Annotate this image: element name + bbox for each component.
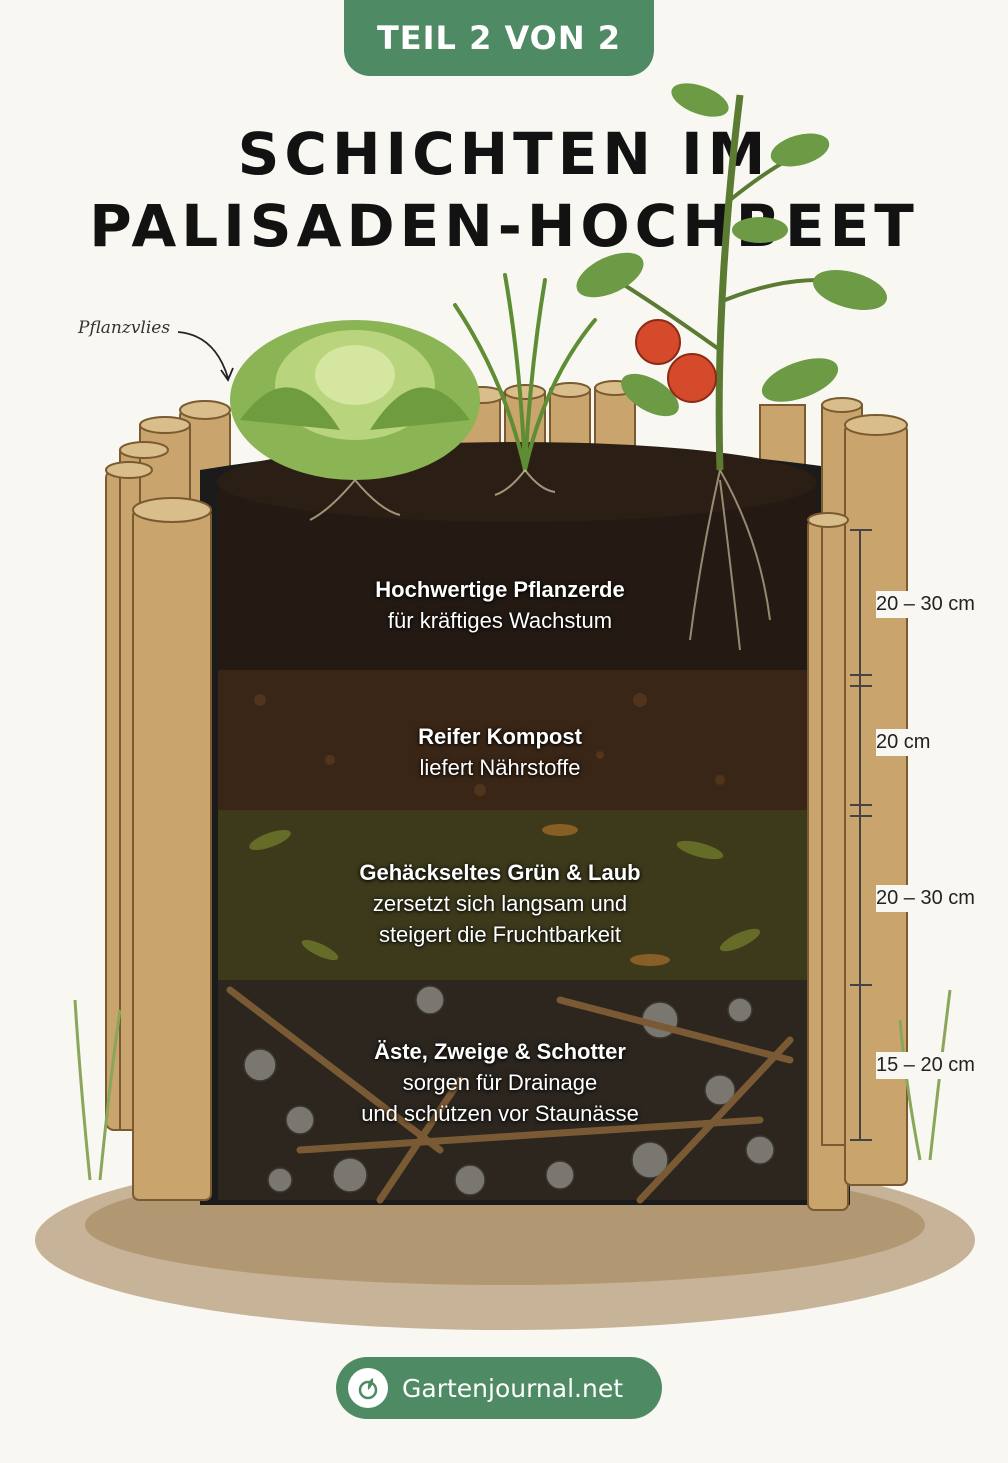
chive-plant (453, 273, 597, 472)
greens-texture (249, 824, 761, 966)
tomato-fruit (635, 319, 681, 365)
tomato-plant (576, 83, 887, 651)
brand-name: Gartenjournal.net (402, 1373, 624, 1403)
lettuce-roots (309, 469, 556, 521)
layer-description: liefert Nährstoffe (419, 755, 581, 780)
front-palisade-left (105, 416, 212, 1201)
layer-description: für kräftiges Wachstum (387, 608, 613, 633)
part-badge: TEIL 2 VON 2 (344, 0, 654, 76)
layer-description: zersetzt sich langsam und (372, 891, 628, 916)
layer-description-2: und schützen vor Staunässe (361, 1101, 639, 1126)
layer-label-gravel: Äste, Zweige & Schotter sorgen für Drain… (240, 1036, 760, 1129)
fleece-arrow (177, 331, 229, 379)
depth-soil: 20 – 30 cm (876, 591, 996, 618)
branches (226, 986, 794, 1204)
depth-greens: 20 – 30 cm (876, 885, 996, 912)
leaf-logo-icon (348, 1368, 388, 1408)
layer-title: Gehäckseltes Grün & Laub (359, 860, 641, 885)
layer-compost (218, 670, 816, 810)
layer-title: Hochwertige Pflanzerde (375, 577, 625, 602)
gravel-stones (243, 985, 775, 1196)
depth-gravel: 15 – 20 cm (876, 1052, 996, 1079)
lettuce-plant (230, 320, 480, 480)
depth-ruler (850, 529, 872, 1141)
layer-label-compost: Reifer Kompost liefert Nährstoffe (240, 721, 760, 783)
layer-label-soil: Hochwertige Pflanzerde für kräftiges Wac… (240, 574, 760, 636)
layer-label-greens: Gehäckseltes Grün & Laub zersetzt sich l… (240, 857, 760, 950)
layer-description-2: steigert die Fruchtbarkeit (378, 922, 622, 947)
brand-pill[interactable]: Gartenjournal.net (336, 1357, 662, 1419)
layer-title: Äste, Zweige & Schotter (374, 1039, 626, 1064)
compost-texture (254, 693, 725, 796)
layer-description: sorgen für Drainage (402, 1070, 598, 1095)
fleece-annotation: Pflanzvlies (78, 318, 171, 338)
tomato-fruit (667, 353, 717, 403)
depth-compost: 20 cm (876, 729, 996, 756)
title-line-1: SCHICHTEN IM (237, 120, 771, 188)
layer-title: Reifer Kompost (418, 724, 582, 749)
